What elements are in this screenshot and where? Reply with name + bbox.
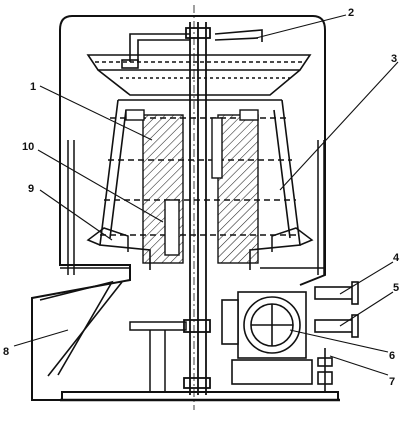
- callout-6: 6: [389, 350, 395, 362]
- callout-8: 8: [3, 346, 9, 358]
- callout-10: 10: [22, 141, 34, 153]
- right-inlets: [314, 281, 359, 392]
- side-rails: [60, 140, 325, 275]
- callout-3: 3: [391, 53, 397, 65]
- upper-pipe: [121, 29, 263, 69]
- callout-5: 5: [393, 282, 399, 294]
- callout-7: 7: [389, 376, 395, 388]
- rotating-drum: [99, 99, 301, 270]
- basket-hatched: [142, 114, 259, 264]
- central-shaft: [183, 5, 211, 410]
- motor-gearbox: [221, 291, 313, 385]
- callout-4: 4: [393, 252, 400, 264]
- lower-supports: [86, 227, 314, 392]
- callout-9: 9: [28, 183, 34, 195]
- callout-labels: 1 2 3 4 5 6 7 8 9 10: [3, 7, 400, 388]
- callout-1: 1: [30, 81, 36, 93]
- inner-cylinders: [125, 109, 259, 256]
- discharge-chute: [39, 280, 123, 377]
- leader-lines: [13, 14, 399, 376]
- callout-2: 2: [348, 7, 354, 19]
